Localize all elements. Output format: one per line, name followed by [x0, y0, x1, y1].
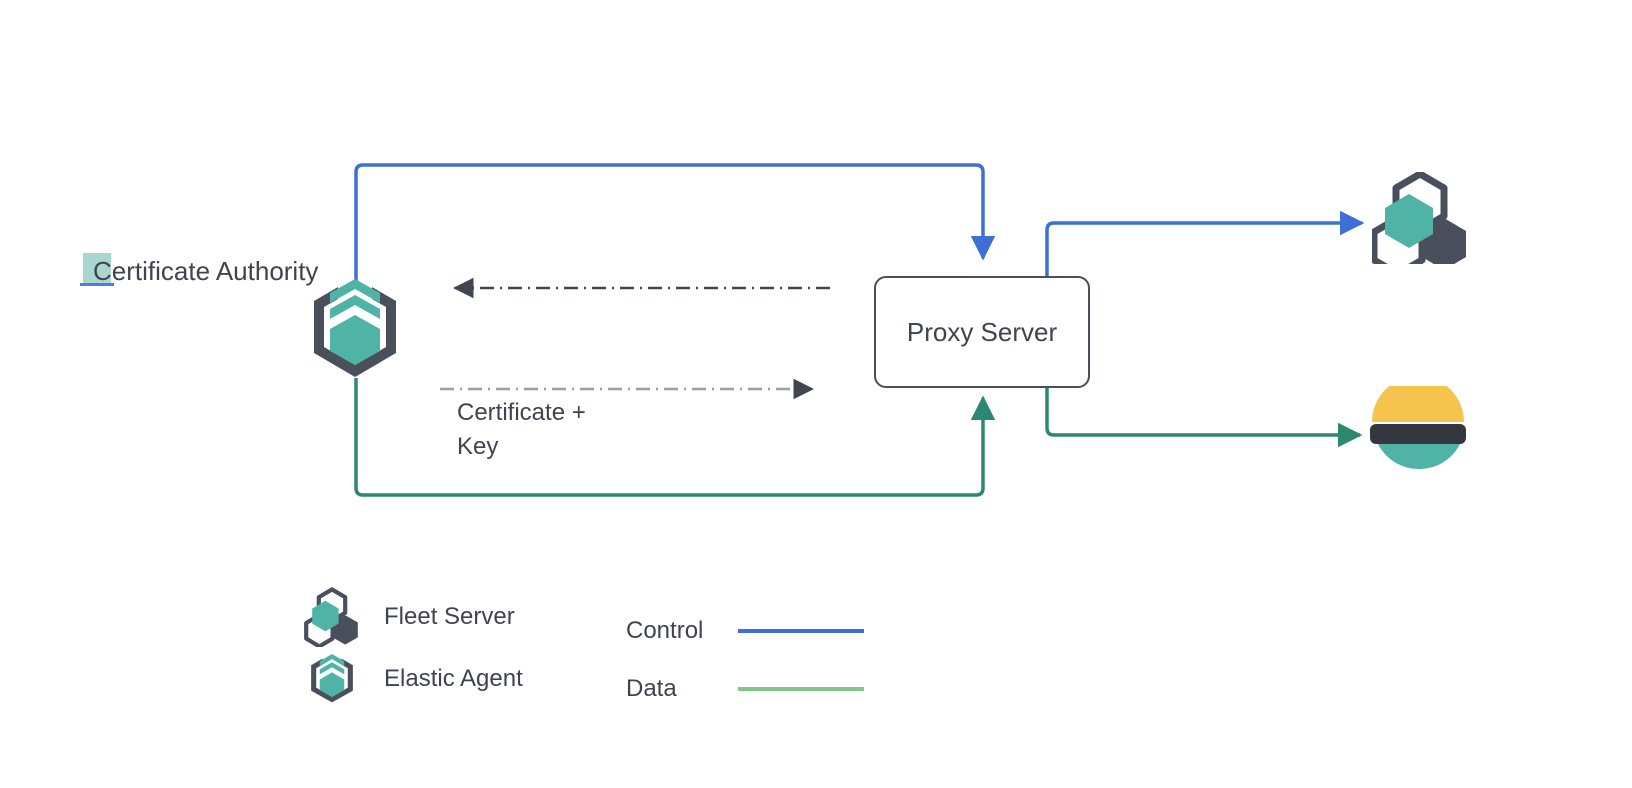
legend-label-data: Data [626, 675, 677, 702]
legend-icons: Fleet Server Elastic Agent [300, 586, 523, 710]
elastic-agent-icon [300, 277, 410, 385]
legend-label-fleet-server: Fleet Server [384, 603, 515, 630]
control-edge-proxy-to-fleet [1045, 210, 1365, 278]
legend-swatch-control [738, 629, 864, 633]
fleet-server-icon [1370, 170, 1468, 278]
data-edge-agent-to-proxy [354, 378, 996, 497]
legend-item-control: Control [626, 602, 864, 660]
legend-label-elastic-agent: Elastic Agent [384, 665, 523, 692]
elasticsearch-icon [1368, 376, 1468, 478]
elastic-agent-icon [300, 651, 364, 707]
legend-item-data: Data [626, 660, 864, 718]
text-caret-underline [80, 283, 114, 286]
control-edge-agent-to-proxy [354, 163, 996, 286]
legend-item-elastic-agent: Elastic Agent [300, 648, 523, 710]
certificate-key-label: Certificate + Key [457, 396, 586, 464]
legend-label-control: Control [626, 617, 704, 644]
fleet-server-icon [300, 587, 364, 647]
proxy-server-label: Proxy Server [906, 316, 1058, 347]
certificate-key-line-2: Key [457, 433, 499, 460]
proxy-server-node: Proxy Server [874, 276, 1090, 388]
legend-item-fleet-server: Fleet Server [300, 586, 523, 648]
certificate-authority-label: Certificate Authority [93, 256, 319, 286]
legend-lines: Control Data [626, 602, 864, 718]
data-edge-proxy-to-elasticsearch [1045, 386, 1363, 448]
text-selection-highlight [83, 253, 111, 285]
legend-swatch-data [738, 687, 864, 691]
certificate-key-line-1: Certificate + [457, 399, 586, 426]
